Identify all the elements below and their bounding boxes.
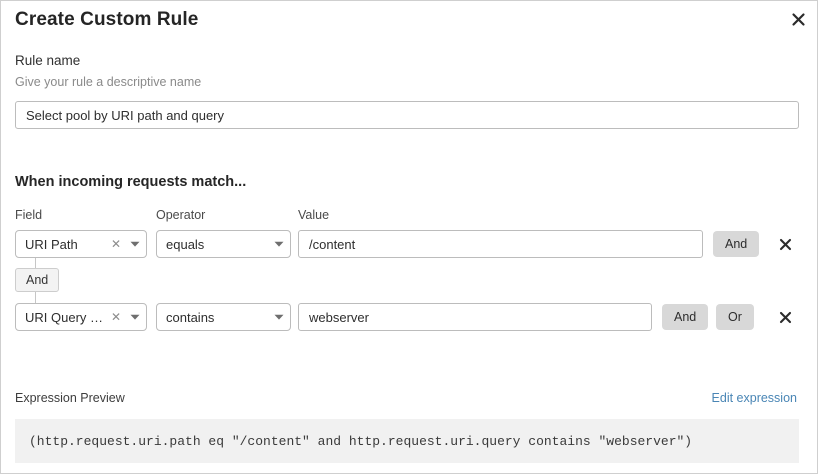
add-or-condition-button-2[interactable]: Or bbox=[716, 304, 754, 330]
expression-preview-box: (http.request.uri.path eq "/content" and… bbox=[15, 419, 799, 463]
connector-and-badge[interactable]: And bbox=[15, 268, 60, 292]
close-icon[interactable] bbox=[786, 7, 810, 31]
operator-select-2-label: contains bbox=[166, 309, 215, 325]
column-header-field: Field bbox=[15, 208, 43, 222]
chevron-down-icon[interactable] bbox=[124, 241, 146, 248]
match-section-heading: When incoming requests match... bbox=[15, 174, 247, 190]
delete-condition-button-1[interactable] bbox=[776, 230, 794, 258]
add-and-condition-button-2[interactable]: And bbox=[662, 304, 709, 330]
chevron-down-icon[interactable] bbox=[268, 241, 290, 248]
column-header-value: Value bbox=[298, 208, 330, 222]
rule-name-help-text: Give your rule a descriptive name bbox=[15, 75, 202, 89]
condition-row: URI Path ✕ equals And bbox=[1, 230, 819, 258]
expression-preview-text: (http.request.uri.path eq "/content" and… bbox=[29, 433, 693, 449]
add-and-condition-button-1[interactable]: And bbox=[713, 231, 760, 257]
column-header-operator: Operator bbox=[156, 208, 206, 222]
field-select-2[interactable]: URI Query St... ✕ bbox=[15, 303, 147, 331]
expression-preview-label: Expression Preview bbox=[15, 391, 125, 405]
operator-select-1[interactable]: equals bbox=[156, 230, 291, 258]
field-select-1[interactable]: URI Path ✕ bbox=[15, 230, 147, 258]
edit-expression-link[interactable]: Edit expression bbox=[711, 391, 797, 405]
clear-icon[interactable]: ✕ bbox=[110, 310, 122, 324]
condition-row: URI Query St... ✕ contains And Or bbox=[1, 303, 819, 331]
delete-condition-button-2[interactable] bbox=[776, 303, 794, 331]
operator-select-1-label: equals bbox=[166, 236, 205, 252]
rule-name-input[interactable] bbox=[15, 101, 799, 129]
chevron-down-icon[interactable] bbox=[124, 314, 146, 321]
clear-icon[interactable]: ✕ bbox=[110, 237, 122, 251]
field-select-2-label: URI Query St... bbox=[25, 309, 108, 325]
field-select-1-label: URI Path bbox=[25, 236, 78, 252]
operator-select-2[interactable]: contains bbox=[156, 303, 291, 331]
chevron-down-icon[interactable] bbox=[268, 314, 290, 321]
value-input-1[interactable] bbox=[298, 230, 703, 258]
dialog-title: Create Custom Rule bbox=[15, 9, 199, 30]
condition-connector: And bbox=[15, 258, 135, 304]
rule-name-label: Rule name bbox=[15, 53, 81, 68]
value-input-2[interactable] bbox=[298, 303, 652, 331]
